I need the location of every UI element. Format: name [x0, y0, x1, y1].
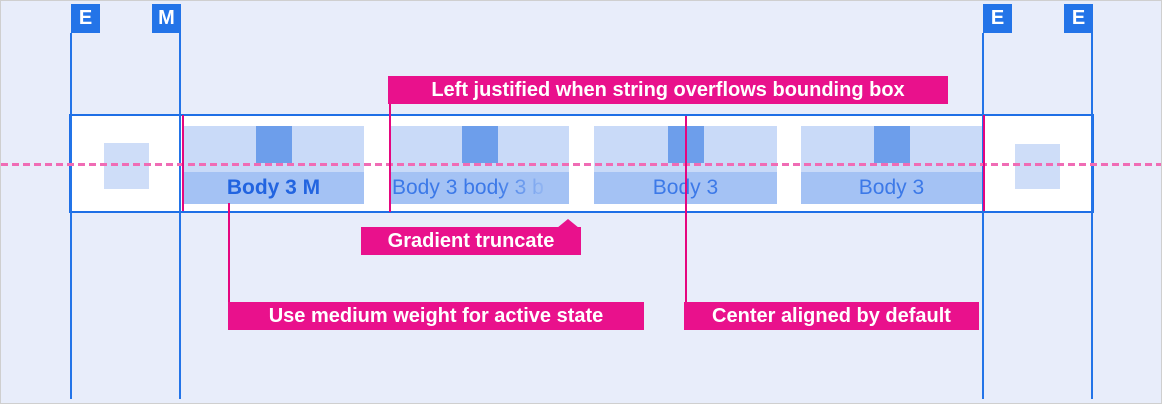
- grid-line-right-margin: [982, 33, 984, 399]
- annotation-center-aligned: Center aligned by default: [684, 302, 979, 330]
- trailing-square-placeholder: [1015, 144, 1060, 189]
- baseline-dashed-line: [1, 163, 1161, 166]
- tab-icon-placeholder: [461, 126, 498, 163]
- annotation-line-overflow: [389, 104, 391, 212]
- tab-item-truncated[interactable]: Body 3 body 3 b: [390, 126, 569, 204]
- annotation-line-content-left: [182, 115, 184, 211]
- annotation-line-content-right: [983, 115, 985, 211]
- annotation-line-center-align: [685, 116, 687, 303]
- tab-icon-placeholder: [873, 126, 910, 163]
- tab-label: Body 3 body 3 b: [390, 172, 569, 204]
- spacing-marker-m: M: [152, 4, 181, 33]
- annotation-line-active-state: [228, 203, 230, 303]
- gradient-truncate-overlay: [497, 172, 569, 204]
- tab-label-text: Body 3: [858, 176, 925, 199]
- tab-label: Body 3 M: [183, 172, 364, 204]
- tab-icon-placeholder: [255, 126, 292, 163]
- spacing-marker-e-left: E: [71, 4, 100, 33]
- grid-line-left-margin: [179, 33, 181, 399]
- leading-square-placeholder: [104, 143, 149, 189]
- annotation-truncate: Gradient truncate: [361, 227, 581, 255]
- annotation-arrow-up-icon: [557, 219, 579, 228]
- annotation-overflow: Left justified when string overflows bou…: [388, 76, 948, 104]
- annotation-active-state: Use medium weight for active state: [228, 302, 644, 330]
- grid-line-right-edge: [1091, 33, 1093, 399]
- tab-label: Body 3: [801, 172, 982, 204]
- spacing-marker-e-right: E: [1064, 4, 1093, 33]
- spacing-marker-e-inner: E: [983, 4, 1012, 33]
- grid-line-left-edge: [70, 33, 72, 399]
- tab-label-text: Body 3 M: [226, 176, 321, 199]
